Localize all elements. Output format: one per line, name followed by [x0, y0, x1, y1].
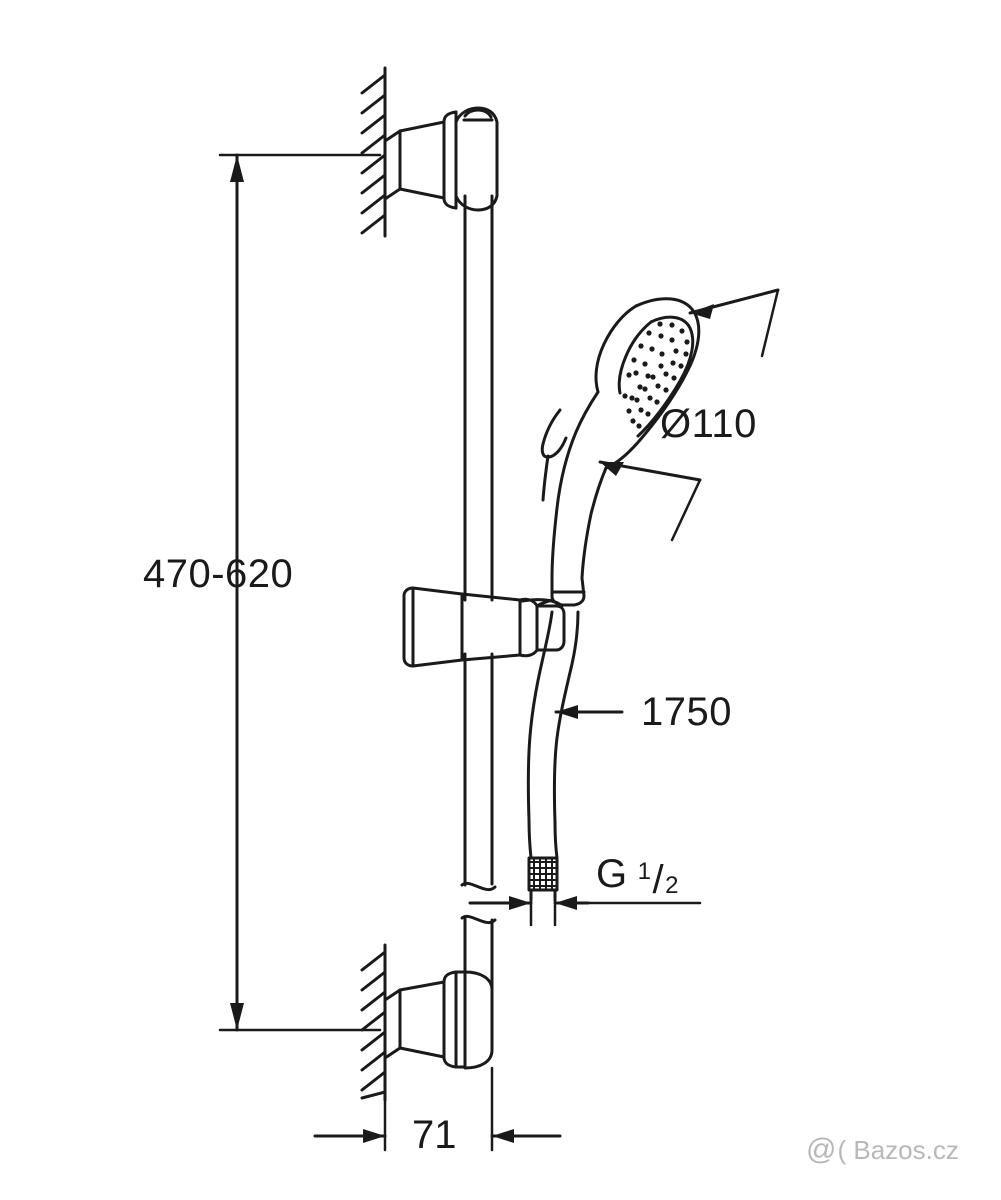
leader-hose	[554, 705, 624, 719]
rail-top-end	[454, 106, 499, 212]
watermark-text: ( Bazos.cz	[837, 1134, 959, 1165]
dimension-label-diameter: Ø110	[660, 402, 757, 446]
dimension-label-height: 470-620	[143, 552, 294, 596]
at-symbol-icon: @	[806, 1133, 836, 1166]
dimension-line-height	[218, 153, 382, 1032]
dimension-depth	[313, 1066, 562, 1152]
bottom-wall-bracket	[383, 970, 494, 1070]
dimension-label-hose: 1750	[641, 690, 732, 734]
fraction-slash-icon: /	[652, 857, 665, 902]
top-wall-bracket	[383, 110, 458, 210]
shower-hose	[526, 610, 580, 860]
thread-letter: G	[596, 852, 628, 896]
thread-numerator: 1	[637, 858, 652, 885]
thread-fraction: 1/2	[638, 858, 679, 903]
leader-diameter	[598, 288, 780, 542]
watermark: @ ( Bazos.cz	[806, 1133, 959, 1167]
hose-connector	[527, 856, 559, 902]
dimension-label-depth: 71	[412, 1113, 457, 1157]
shower-rail	[460, 194, 497, 1012]
hand-shower	[535, 297, 701, 608]
wall-hatch-top	[360, 66, 387, 238]
wall-hatch-bottom	[360, 943, 387, 1102]
slider-holder	[402, 586, 566, 668]
thread-denominator: 2	[665, 872, 679, 899]
dimension-thread	[468, 888, 702, 927]
dimension-label-thread: G 1/2	[596, 852, 679, 903]
